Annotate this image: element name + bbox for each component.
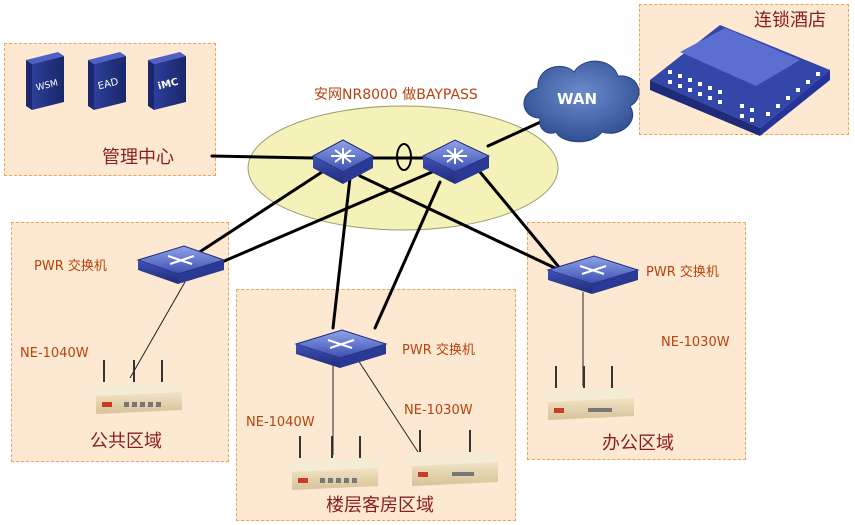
ap-floors-left: [286, 436, 378, 490]
switch-label-floors: PWR 交换机: [402, 343, 475, 358]
hotel-title: 连锁酒店: [754, 10, 826, 31]
lag-ring: [396, 143, 412, 171]
link-mgmt-core: [210, 154, 315, 160]
core-ellipse: [247, 105, 559, 231]
core-switch-right: [421, 139, 491, 184]
switch-floors: [294, 329, 388, 368]
office-zone: [527, 222, 746, 460]
server-ead: [88, 52, 126, 110]
floors-title: 楼层客房区域: [326, 495, 434, 516]
server-imc: [148, 52, 186, 110]
core-switch-left: [311, 139, 375, 184]
ap-label-floors-right: NE-1030W: [404, 403, 473, 418]
ap-links: [129, 281, 584, 455]
ap-label-floors-left: NE-1040W: [246, 415, 315, 430]
switch-label-office: PWR 交换机: [646, 265, 719, 280]
link-core-wan: [486, 118, 547, 148]
link-core1-public: [193, 170, 324, 257]
management-title: 管理中心: [102, 147, 174, 168]
wan-cloud: [523, 60, 640, 143]
public-title: 公共区域: [90, 431, 162, 452]
link-public-ap: [129, 281, 186, 379]
switch-office: [546, 255, 640, 294]
ap-public: [90, 360, 182, 414]
ap-floors-right: [406, 430, 498, 486]
link-core2-floors: [373, 180, 442, 330]
switch-label-public: PWR 交换机: [34, 259, 107, 274]
core-caption: 安网NR8000 做BAYPASS: [314, 87, 478, 103]
hotel-building-icon: [650, 25, 830, 136]
server-wsm: [26, 52, 64, 110]
switch-public: [136, 245, 226, 284]
ap-label-public: NE-1040W: [20, 346, 89, 361]
link-floors-ap-right: [357, 359, 419, 453]
wan-label: WAN: [557, 90, 598, 108]
link-core1-floors: [331, 176, 352, 330]
link-core2-public: [213, 170, 434, 267]
ap-office: [542, 366, 634, 420]
office-title: 办公区域: [602, 433, 674, 454]
link-core1-office: [358, 174, 557, 270]
link-core2-office: [478, 170, 560, 268]
ap-label-office: NE-1030W: [661, 335, 730, 350]
